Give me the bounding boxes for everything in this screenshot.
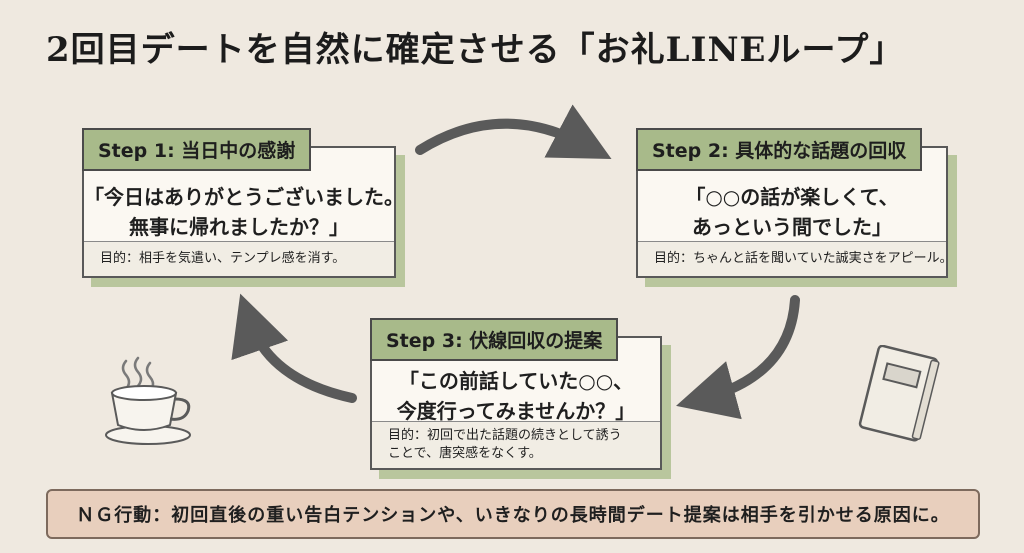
step-2-purpose: 目的：ちゃんと話を聞いていた誠実さをアピール。 [638,241,953,276]
arrow-step2-to-step3 [676,295,800,420]
coffee-cup-icon [105,356,191,445]
step-2-header: Step 2: 具体的な話題の回収 [636,128,923,171]
step-3-quote-line: 「この前話していた○○、 [398,369,634,393]
step-3-quote-line: 今度行ってみませんか？」 [396,399,636,423]
arrow-step3-to-step1 [231,293,357,403]
step-2-card: Step 2: 具体的な話題の回収 「○○の話が楽しくて、 あっという間でした」… [636,128,953,278]
page-title: 2回目デートを自然に確定させる「お礼LINEループ」 [46,30,905,70]
step-1-header: Step 1: 当日中の感謝 [82,128,312,171]
step-3-purpose: 目的：初回で出た話題の続きとして誘う ことで、唐突感をなくす。 [372,421,660,468]
step-3-card: Step 3: 伏線回収の提案 「この前話していた○○、 今度行ってみませんか？… [370,318,662,470]
notebook-icon [858,345,940,442]
step-1-purpose: 目的：相手を気遣い、テンプレ感を消す。 [84,241,394,276]
step-2-quote: 「○○の話が楽しくて、 あっという間でした」 [638,182,946,242]
step-1-quote-line: 無事に帰れましたか？」 [129,215,349,239]
ng-warning-banner: ＮＧ行動：初回直後の重い告白テンションや、いきなりの長時間デート提案は相手を引か… [46,489,980,539]
step-2-purpose-line: 目的：ちゃんと話を聞いていた誠実さをアピール。 [654,251,953,266]
arrow-step1-to-step2 [415,104,612,160]
step-2-quote-line: あっという間でした」 [692,215,892,239]
step-3-purpose-line: 目的：初回で出た話題の続きとして誘う [388,428,622,443]
step-2-quote-line: 「○○の話が楽しくて、 [685,185,899,209]
step-3-quote: 「この前話していた○○、 今度行ってみませんか？」 [372,366,660,426]
step-1-purpose-line: 目的：相手を気遣い、テンプレ感を消す。 [100,251,346,266]
step-3-purpose-line: ことで、唐突感をなくす。 [388,446,542,461]
step-1-card: Step 1: 当日中の感謝 「今日はありがとうございました。 無事に帰れました… [82,128,404,278]
step-1-quote: 「今日はありがとうございました。 無事に帰れましたか？」 [84,182,404,242]
step-1-quote-line: 「今日はありがとうございました。 [84,185,404,209]
step-3-header: Step 3: 伏線回収の提案 [370,318,619,361]
